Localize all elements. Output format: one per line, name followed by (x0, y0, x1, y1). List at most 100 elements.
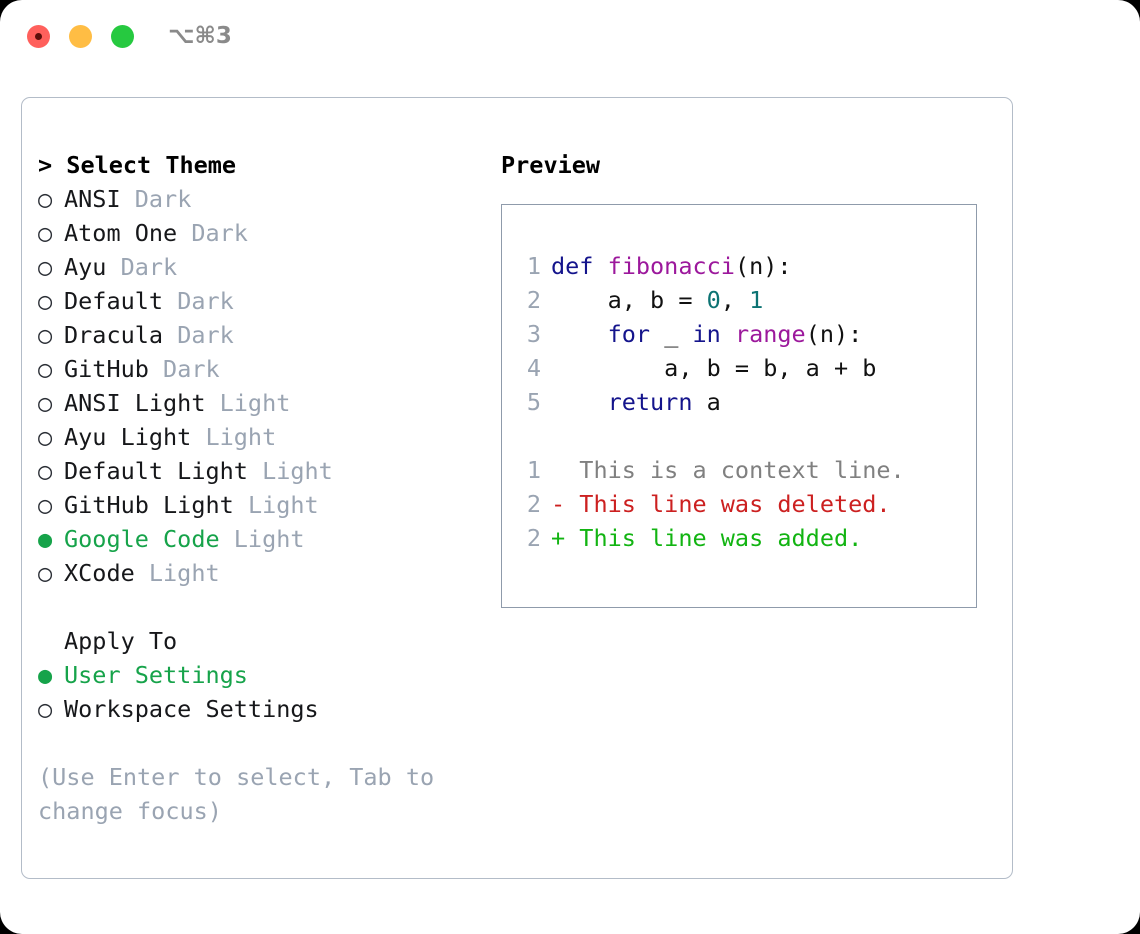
code-token (551, 320, 608, 348)
code-line: 4 a, b = b, a + b (513, 351, 970, 385)
line-number: 1 (526, 252, 541, 280)
code-token: range (734, 320, 806, 348)
theme-list-item[interactable]: ○ ANSI Light Light (38, 386, 488, 420)
diff-line-text: + This line was added. (551, 524, 863, 552)
theme-name: XCode (64, 559, 149, 587)
theme-list-item[interactable]: ○ANSI Dark (38, 182, 488, 216)
minimize-window-icon[interactable] (69, 25, 92, 48)
theme-variant-badge: Light (247, 491, 319, 519)
apply-to-option[interactable]: ● User Settings (38, 658, 488, 692)
code-token: return (607, 388, 693, 416)
theme-variant-badge: Dark (134, 185, 192, 213)
radio-unselected-icon[interactable]: ○ (38, 559, 53, 587)
theme-variant-badge: Light (262, 457, 333, 485)
close-window-icon[interactable] (27, 25, 50, 48)
theme-list-item[interactable]: ○Default Dark (38, 284, 488, 318)
radio-selected-icon[interactable]: ● (38, 661, 53, 689)
code-line-text: return a (551, 388, 721, 416)
code-line: 2 a, b = 0, 1 (513, 283, 970, 317)
code-token: 1 (749, 286, 764, 314)
code-token: (n): (805, 320, 863, 348)
code-diff-separator (513, 419, 970, 453)
radio-unselected-icon[interactable]: ○ (38, 491, 53, 519)
radio-selected-icon[interactable]: ● (38, 525, 53, 553)
code-token: a, b = (551, 286, 707, 314)
theme-name: GitHub (64, 355, 164, 383)
theme-list-item[interactable]: ○Dracula Dark (38, 318, 488, 352)
apply-to-header-label: Apply To (64, 627, 178, 655)
theme-picker-panel: > Select Theme ○ANSI Dark○Atom One Dark○… (21, 97, 1013, 879)
keyboard-shortcut-label: ⌥⌘3 (168, 23, 232, 49)
line-number: 2 (526, 286, 541, 314)
apply-to-list: ● User Settings ○ Workspace Settings (38, 658, 488, 726)
code-token: _ (650, 320, 693, 348)
apply-to-header-indent (38, 624, 64, 658)
apply-to-option-label: User Settings (64, 661, 248, 689)
diff-line: 2+ This line was added. (513, 521, 970, 555)
code-token: , (720, 286, 750, 314)
radio-unselected-icon[interactable]: ○ (38, 423, 53, 451)
theme-name: Default Light (64, 457, 263, 485)
radio-unselected-icon[interactable]: ○ (38, 219, 53, 247)
radio-unselected-icon[interactable]: ○ (38, 321, 53, 349)
traffic-lights (27, 25, 134, 48)
list-spacer (38, 590, 488, 624)
code-token (551, 388, 608, 416)
code-token: for (607, 320, 651, 348)
theme-list-item[interactable]: ○Ayu Light Light (38, 420, 488, 454)
line-number: 1 (526, 456, 541, 484)
radio-unselected-icon[interactable]: ○ (38, 389, 53, 417)
radio-unselected-icon[interactable]: ○ (38, 355, 53, 383)
line-number: 3 (526, 320, 541, 348)
code-line-text: a, b = b, a + b (551, 354, 876, 382)
radio-unselected-icon[interactable]: ○ (38, 253, 53, 281)
code-token: fibonacci (607, 252, 735, 280)
preview-title: Preview (501, 151, 601, 179)
radio-unselected-icon[interactable]: ○ (38, 185, 53, 213)
code-token: 0 (706, 286, 721, 314)
theme-variant-badge: Light (148, 559, 220, 587)
theme-list-item[interactable]: ○ GitHub Light Light (38, 488, 488, 522)
help-text: (Use Enter to select, Tab to change focu… (38, 763, 449, 825)
theme-variant-badge: Dark (177, 321, 234, 349)
code-line-text: a, b = 0, 1 (551, 286, 764, 314)
theme-name: ANSI Light (64, 389, 220, 417)
theme-name: Ayu Light (64, 423, 206, 451)
maximize-window-icon[interactable] (111, 25, 134, 48)
radio-unselected-icon[interactable]: ○ (38, 287, 53, 315)
theme-list-item[interactable]: ○Ayu Dark (38, 250, 488, 284)
radio-unselected-icon[interactable]: ○ (38, 695, 53, 723)
theme-variant-badge: Light (219, 389, 291, 417)
line-number: 2 (526, 490, 541, 518)
code-token: a, b = b, a + b (551, 354, 877, 382)
theme-list-item[interactable]: ●Google Code Light (38, 522, 488, 556)
select-theme-header: > Select Theme (38, 151, 237, 179)
diff-sample: 1 This is a context line. 2 - This line wa… (513, 453, 970, 555)
theme-list-item[interactable]: ○ XCode Light (38, 556, 488, 590)
theme-variant-badge: Dark (163, 355, 220, 383)
theme-list-column: > Select Theme ○ANSI Dark○Atom One Dark○… (38, 148, 488, 726)
theme-name: GitHub Light (64, 491, 248, 519)
diff-line-text: - This line was deleted. (551, 490, 891, 518)
apply-to-option-label: Workspace Settings (64, 695, 319, 723)
theme-list-item[interactable]: ○Atom One Dark (38, 216, 488, 250)
code-line-text: def fibonacci(n): (551, 252, 792, 280)
theme-list-item[interactable]: ○ GitHub Dark (38, 352, 488, 386)
radio-unselected-icon[interactable]: ○ (38, 457, 53, 485)
theme-name: Google Code (64, 525, 234, 553)
line-number: 5 (526, 388, 541, 416)
theme-variant-badge: Dark (191, 219, 248, 247)
code-line-text: for _ in range(n): (551, 320, 863, 348)
apply-to-option[interactable]: ○ Workspace Settings (38, 692, 488, 726)
code-line: 3 for _ in range(n): (513, 317, 970, 351)
code-token: (n): (734, 252, 792, 280)
diff-line: 1 This is a context line. (513, 453, 970, 487)
diff-line: 2 - This line was deleted. (513, 487, 970, 521)
theme-name: Ayu (64, 253, 121, 281)
theme-list-item[interactable]: ○ Default Light Light (38, 454, 488, 488)
